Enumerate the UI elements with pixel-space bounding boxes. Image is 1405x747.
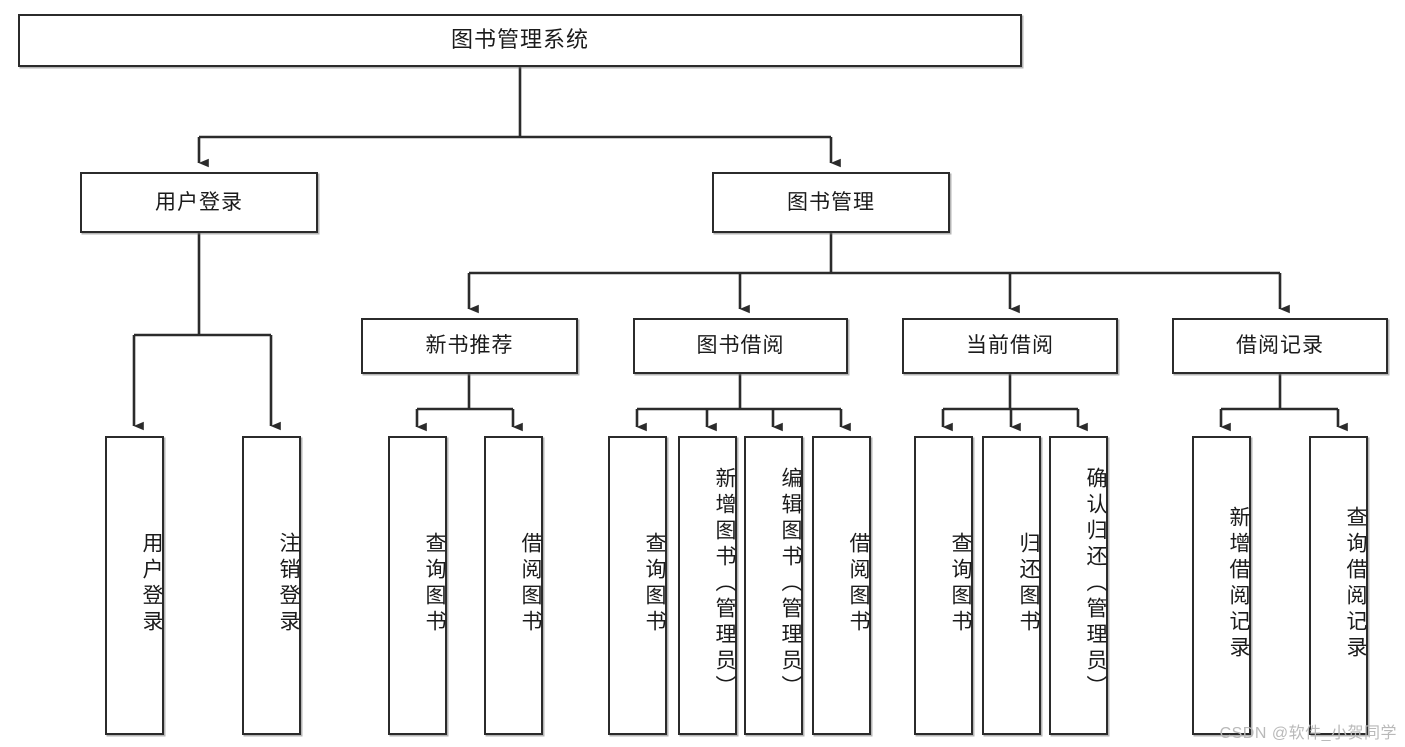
node-label: 注销登录 <box>277 531 300 636</box>
node-label: 查询借阅记录 <box>1344 505 1367 662</box>
node-label: 查询图书 <box>949 531 972 636</box>
node-label: 新增图书（管理员） <box>713 466 736 701</box>
node-book-management[interactable]: 图书管理 <box>712 172 950 233</box>
node-label: 用户登录 <box>155 190 243 214</box>
leaf-query-books-current[interactable]: 查询图书 <box>914 436 973 735</box>
node-new-book-recommendation[interactable]: 新书推荐 <box>361 318 578 374</box>
node-root-library-system[interactable]: 图书管理系统 <box>18 14 1022 67</box>
csdn-watermark: CSDN @软件_小贺同学 <box>1219 725 1397 742</box>
node-label: 图书借阅 <box>696 334 785 358</box>
leaf-edit-book-admin[interactable]: 编辑图书（管理员） <box>744 436 803 735</box>
node-label: 用户登录 <box>140 531 163 636</box>
node-label: 查询图书 <box>643 531 666 636</box>
node-label: 新增借阅记录 <box>1227 505 1250 662</box>
node-label: 确认归还（管理员） <box>1084 466 1107 701</box>
node-user-login[interactable]: 用户登录 <box>80 172 318 233</box>
leaf-return-books[interactable]: 归还图书 <box>982 436 1041 735</box>
node-label: 借阅记录 <box>1236 334 1324 358</box>
leaf-user-login[interactable]: 用户登录 <box>105 436 164 735</box>
leaf-query-borrow-record[interactable]: 查询借阅记录 <box>1309 436 1368 735</box>
leaf-add-book-admin[interactable]: 新增图书（管理员） <box>678 436 737 735</box>
node-label: 图书管理 <box>787 190 875 214</box>
node-label: 归还图书 <box>1017 531 1040 636</box>
leaf-query-books-recommendation[interactable]: 查询图书 <box>388 436 447 735</box>
node-label: 借阅图书 <box>519 531 542 636</box>
node-label: 当前借阅 <box>966 334 1054 358</box>
node-borrow-records[interactable]: 借阅记录 <box>1172 318 1388 374</box>
leaf-borrow-books-recommendation[interactable]: 借阅图书 <box>484 436 543 735</box>
node-label: 新书推荐 <box>425 334 514 358</box>
node-book-borrowing[interactable]: 图书借阅 <box>633 318 848 374</box>
leaf-confirm-return-admin[interactable]: 确认归还（管理员） <box>1049 436 1108 735</box>
node-current-borrowing[interactable]: 当前借阅 <box>902 318 1118 374</box>
node-label: 编辑图书（管理员） <box>779 466 802 701</box>
node-label: 借阅图书 <box>847 531 870 636</box>
node-label: 查询图书 <box>423 531 446 636</box>
leaf-query-books-borrowing[interactable]: 查询图书 <box>608 436 667 735</box>
leaf-add-borrow-record[interactable]: 新增借阅记录 <box>1192 436 1251 735</box>
node-label: 图书管理系统 <box>450 27 589 53</box>
leaf-borrow-books-borrowing[interactable]: 借阅图书 <box>812 436 871 735</box>
leaf-logout[interactable]: 注销登录 <box>242 436 301 735</box>
